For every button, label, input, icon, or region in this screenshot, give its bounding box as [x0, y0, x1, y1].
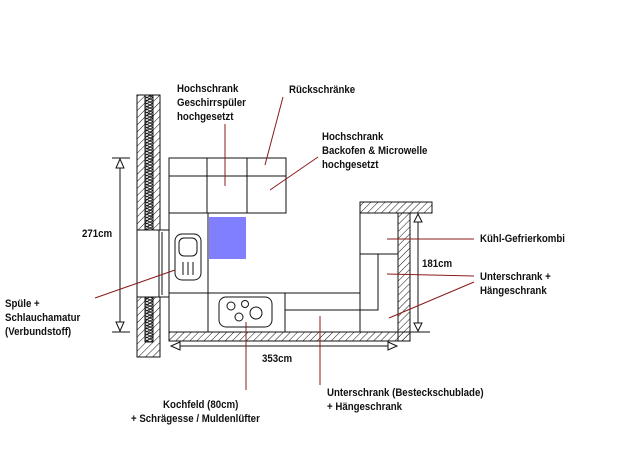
label-unterschrank-haengeschrank: Unterschrank + Hängeschrank	[480, 270, 551, 298]
leader-lines	[94, 96, 475, 390]
dimension-lines	[112, 157, 430, 351]
highlight-square	[209, 217, 246, 259]
label-kuehl-gefrierkombi: Kühl-Gefrierkombi	[480, 233, 565, 245]
right-top-wall	[359, 201, 433, 214]
label-line: Schlauchamatur	[5, 312, 81, 324]
label-line: (Verbundstoff)	[5, 326, 72, 338]
label-line: + Schrägesse / Muldenlüfter	[131, 413, 260, 425]
label-line: Geschirrspüler	[177, 97, 246, 109]
dimension-height-right: 181cm	[422, 258, 453, 270]
dimension-height-left: 271cm	[82, 228, 113, 240]
label-line: Unterschrank (Besteckschublade)	[327, 387, 484, 399]
label-line: Spüle +	[5, 298, 40, 310]
label-line: Hängeschrank	[480, 285, 547, 297]
label-spuele: Spüle + Schlauchamatur (Verbundstoff)	[5, 297, 80, 339]
label-unterschrank-besteck: Unterschrank (Besteckschublade) + Hänges…	[327, 386, 484, 414]
dimension-width: 353cm	[262, 353, 293, 365]
label-kochfeld: Kochfeld (80cm) + Schrägesse / Muldenlüf…	[131, 398, 260, 426]
label-line: + Hängeschrank	[327, 401, 403, 413]
tall-cabinets	[168, 157, 287, 214]
label-line: hochgesetzt	[322, 159, 379, 171]
right-wall	[397, 212, 411, 342]
label-line: Unterschrank +	[480, 271, 551, 283]
label-line: Hochschrank	[177, 83, 239, 95]
label-line: Hochschrank	[322, 131, 384, 143]
label-rueckschraenke: Rückschränke	[289, 84, 356, 96]
cooktop-icon	[218, 296, 273, 328]
label-line: Backofen & Microwelle	[322, 145, 428, 157]
bottom-wall	[168, 331, 411, 342]
label-hochschrank-backofen: Hochschrank Backofen & Microwelle hochge…	[322, 130, 427, 172]
sink-icon	[174, 233, 202, 281]
left-wall	[136, 94, 170, 358]
label-hochschrank-geschirrspueler: Hochschrank Geschirrspüler hochgesetzt	[177, 82, 246, 124]
label-line: hochgesetzt	[177, 111, 234, 123]
label-line: Kochfeld (80cm)	[163, 399, 239, 411]
